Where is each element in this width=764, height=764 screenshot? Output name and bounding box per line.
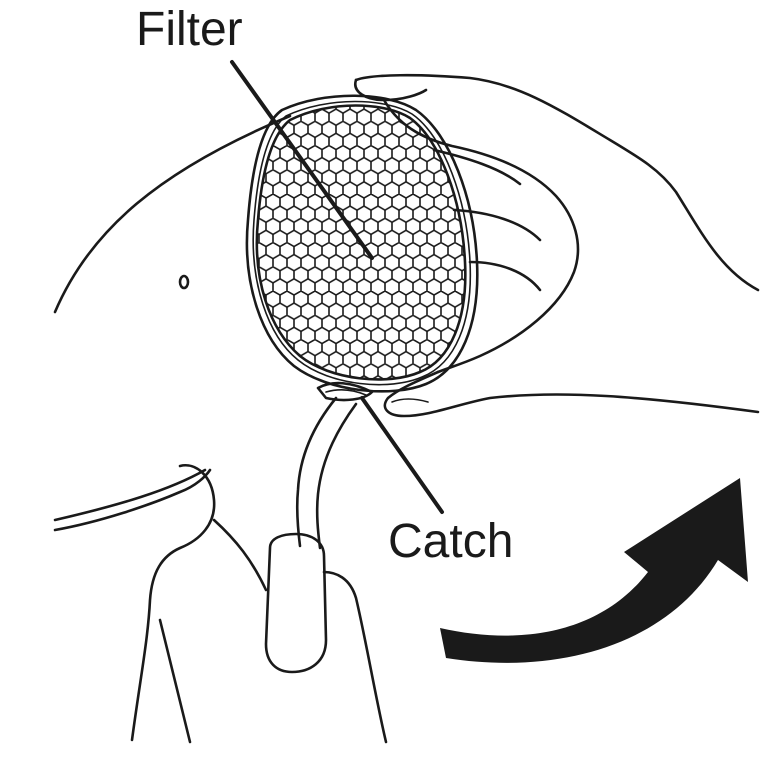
device-body-lower-edge	[53, 468, 207, 522]
upper-hand	[354, 73, 760, 418]
catch-label: Catch	[388, 515, 514, 568]
curved-arrow-icon	[440, 478, 748, 663]
lower-hand	[53, 464, 388, 744]
device-screw-hole	[178, 274, 190, 290]
filter-leader-line	[230, 60, 374, 260]
catch-leader-line	[360, 396, 444, 514]
device-body	[53, 114, 292, 314]
cable	[295, 396, 338, 548]
filter-label: Filter	[136, 3, 243, 56]
